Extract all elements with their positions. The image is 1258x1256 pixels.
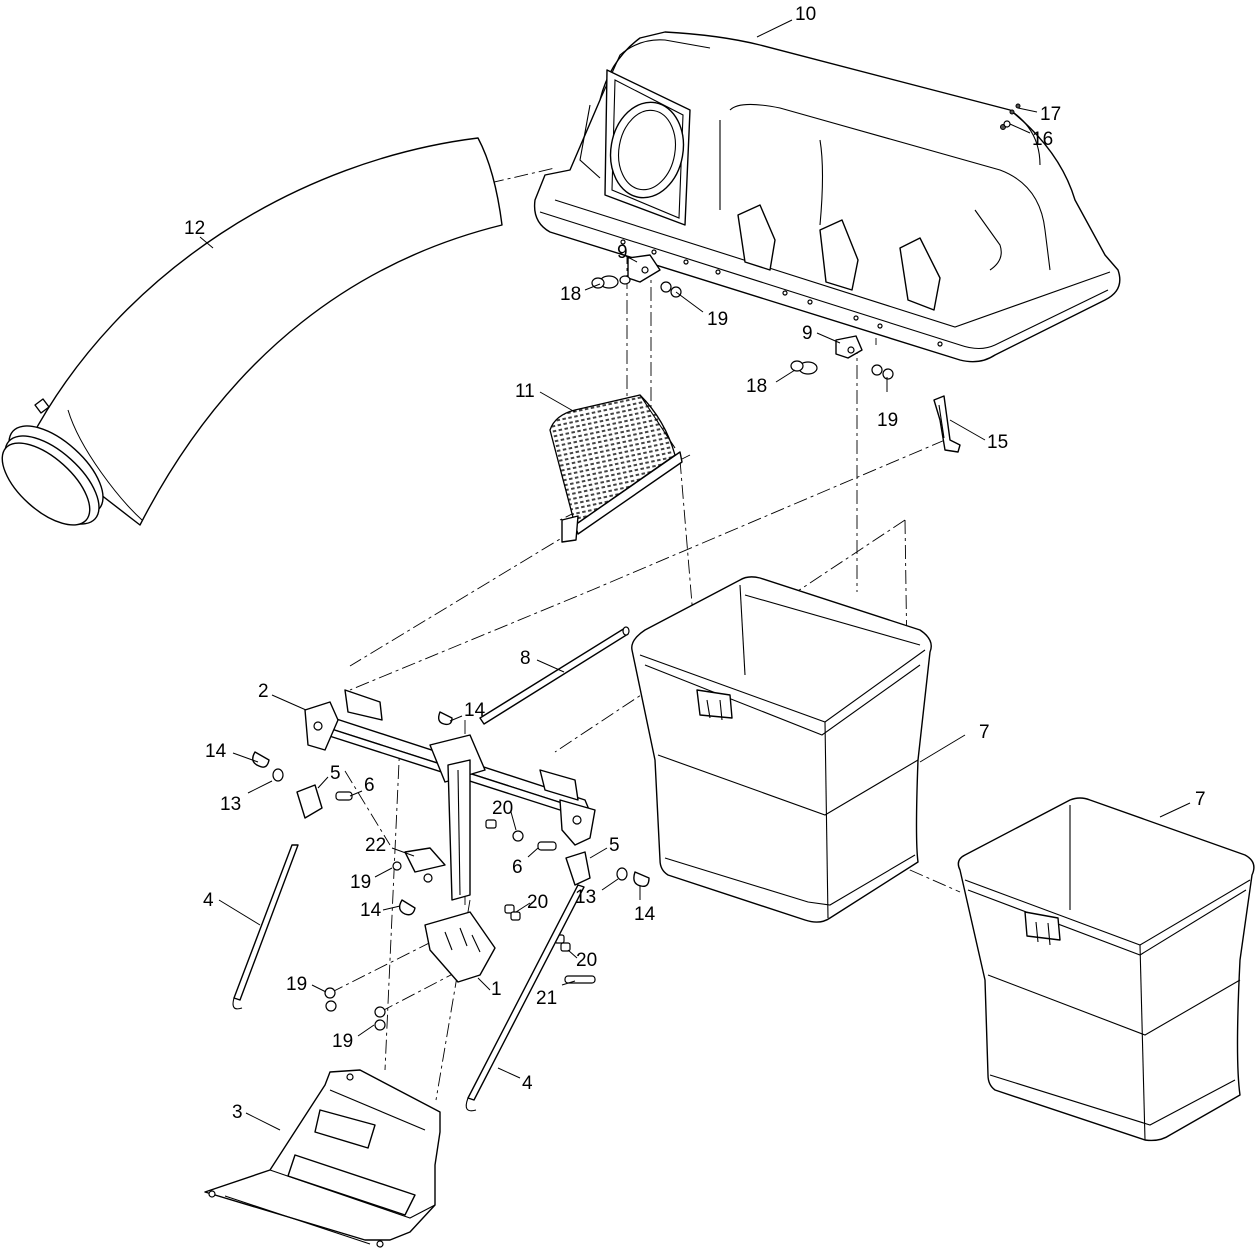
collection-bin-left [631, 576, 932, 923]
callout-4-right: 4 [522, 1073, 533, 1094]
callout-20-mid: 20 [527, 892, 548, 913]
callout-15: 15 [987, 432, 1008, 453]
callout-21: 21 [536, 988, 557, 1009]
callout-labels: 10 17 16 12 9 18 19 9 18 19 11 15 8 2 14… [184, 4, 1206, 1123]
leader-lines [199, 19, 1191, 1131]
callout-10: 10 [795, 4, 816, 25]
callout-4-left: 4 [203, 890, 214, 911]
callout-14-top: 14 [464, 700, 486, 721]
callout-13-right: 13 [575, 887, 596, 908]
callout-13-left: 13 [220, 794, 241, 815]
callout-18-right: 18 [746, 376, 767, 397]
hardware-left [232, 711, 453, 1010]
base-plate [204, 1069, 441, 1248]
callout-12: 12 [184, 218, 205, 239]
nut-19-left [660, 281, 682, 298]
hood-bolt-holes [620, 239, 943, 347]
callout-17: 17 [1040, 104, 1061, 125]
hood-fasteners [1003, 109, 1015, 128]
hood-fins [737, 204, 941, 311]
callout-19-bottom: 19 [332, 1031, 353, 1052]
callout-14-lower: 14 [360, 900, 382, 921]
mount-plate-22 [404, 847, 446, 873]
callout-20-lower: 20 [576, 950, 597, 971]
hopper-hood [533, 31, 1121, 363]
support-rod [479, 626, 630, 725]
callout-14-right: 14 [634, 904, 656, 925]
callout-14-left: 14 [205, 741, 227, 762]
callout-16: 16 [1032, 129, 1053, 150]
callout-1: 1 [491, 979, 502, 1000]
callout-19-lower: 19 [286, 974, 307, 995]
callout-6-right: 6 [512, 857, 523, 878]
discharge-tube [1, 137, 503, 526]
debris-screen [549, 394, 683, 543]
callout-11: 11 [515, 381, 535, 402]
hardware-center [324, 819, 596, 1031]
collection-bin-right [957, 797, 1255, 1142]
callout-2: 2 [258, 681, 269, 702]
callout-19-right: 19 [877, 410, 898, 431]
callout-9-left: 9 [617, 242, 628, 263]
callout-5-left: 5 [330, 763, 341, 784]
nut-19-right [871, 364, 894, 380]
callout-6-left: 6 [364, 775, 375, 796]
callout-8: 8 [520, 648, 531, 669]
hitch-bracket-1 [424, 911, 496, 983]
latch [933, 395, 961, 453]
callout-20-top: 20 [492, 798, 513, 819]
callout-18-left: 18 [560, 284, 581, 305]
callout-9-right: 9 [802, 323, 813, 344]
bolt-18-right [790, 360, 818, 375]
callout-22: 22 [365, 835, 386, 856]
mount-frame [304, 689, 596, 901]
callout-3: 3 [232, 1102, 243, 1123]
callout-7-left-bin: 7 [979, 722, 990, 743]
callout-7-right-bin: 7 [1195, 789, 1206, 810]
callout-19-left: 19 [707, 309, 728, 330]
bolt-18-left [591, 275, 631, 289]
callout-19-mid: 19 [350, 872, 371, 893]
hardware-right [465, 841, 650, 1112]
callout-5-right: 5 [609, 835, 620, 856]
